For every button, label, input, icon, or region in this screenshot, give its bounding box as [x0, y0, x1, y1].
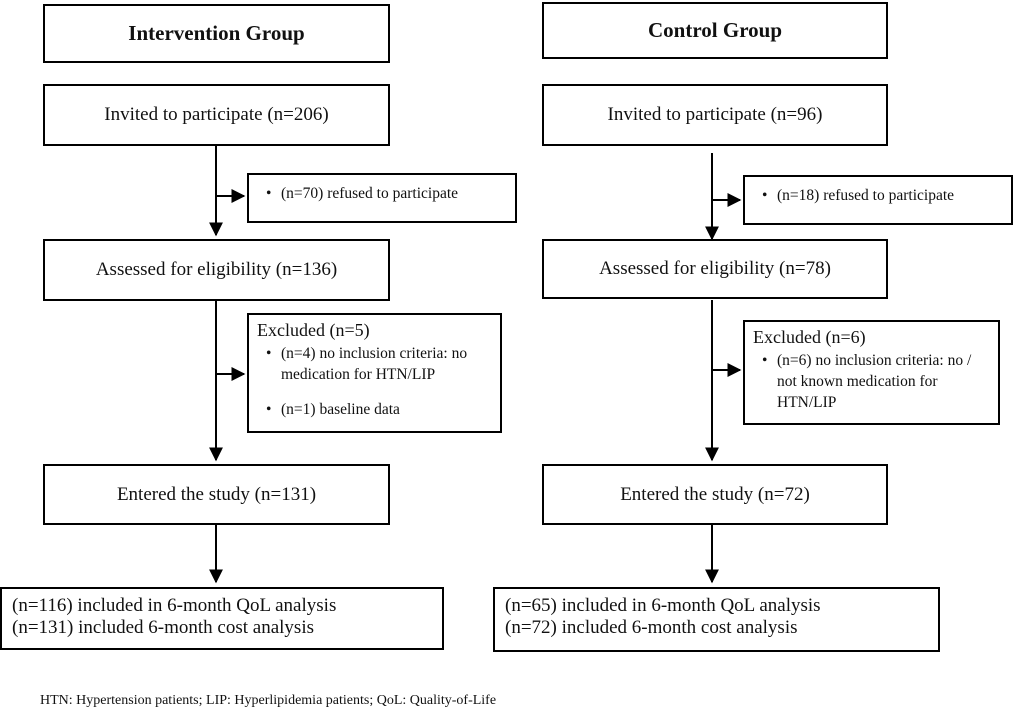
control-excluded-box: Excluded (n=6) (n=6) no inclusion criter…: [743, 320, 1000, 425]
control-assessed-label: Assessed for eligibility (n=78): [599, 258, 831, 279]
intervention-header: Intervention Group: [43, 4, 390, 63]
control-excluded-title: Excluded (n=6): [753, 327, 866, 347]
intervention-results-box: (n=116) included in 6-month QoL analysis…: [0, 587, 444, 650]
footnote: HTN: Hypertension patients; LIP: Hyperli…: [40, 693, 497, 708]
intervention-refused-box: (n=70) refused to participate: [247, 173, 517, 223]
control-refused-box: (n=18) refused to participate: [743, 175, 1013, 225]
intervention-excluded-item: (n=4) no inclusion criteria: no medicati…: [257, 343, 492, 385]
control-invited-box: Invited to participate (n=96): [542, 84, 888, 146]
control-entered-label: Entered the study (n=72): [620, 483, 810, 505]
control-assessed-box: Assessed for eligibility (n=78): [542, 239, 888, 299]
control-header-label: Control Group: [648, 18, 782, 42]
intervention-entered-label: Entered the study (n=131): [116, 483, 317, 505]
intervention-result-qol: (n=116) included in 6-month QoL analysis: [12, 595, 337, 616]
control-result-qol: (n=65) included in 6-month QoL analysis: [505, 595, 821, 616]
intervention-excluded-item: (n=1) baseline data: [257, 399, 492, 420]
intervention-assessed-label: Assessed for eligibility (n=136): [95, 259, 338, 280]
intervention-excluded-box: Excluded (n=5) (n=4) no inclusion criter…: [247, 313, 502, 433]
intervention-refused-item: (n=70) refused to participate: [257, 183, 507, 204]
control-result-cost: (n=72) included 6-month cost analysis: [505, 617, 798, 638]
control-refused-item: (n=18) refused to participate: [753, 185, 1003, 206]
control-results-box: (n=65) included in 6-month QoL analysis …: [493, 587, 940, 652]
control-excluded-item: (n=6) no inclusion criteria: no / not kn…: [753, 350, 990, 413]
intervention-result-cost: (n=131) included 6-month cost analysis: [12, 617, 314, 638]
control-invited-label: Invited to participate (n=96): [607, 104, 823, 125]
intervention-entered-box: Entered the study (n=131): [43, 464, 390, 525]
control-entered-box: Entered the study (n=72): [542, 464, 888, 525]
intervention-invited-label: Invited to participate (n=206): [104, 104, 329, 125]
control-header: Control Group: [542, 2, 888, 59]
intervention-invited-box: Invited to participate (n=206): [43, 84, 390, 146]
intervention-assessed-box: Assessed for eligibility (n=136): [43, 239, 390, 301]
intervention-excluded-title: Excluded (n=5): [257, 320, 370, 340]
intervention-header-label: Intervention Group: [128, 21, 305, 45]
